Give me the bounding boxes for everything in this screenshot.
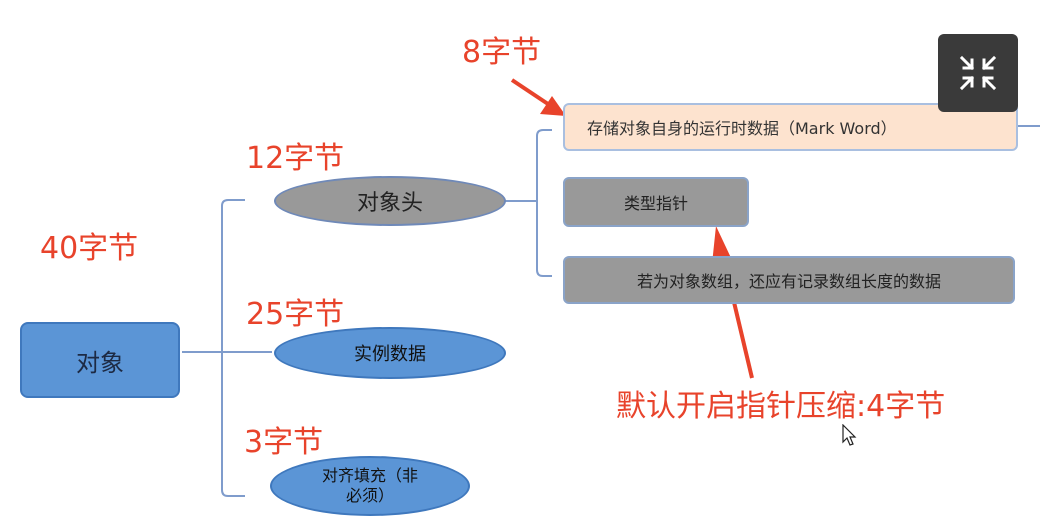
annotation-compression: 默认开启指针压缩:4字节 <box>616 389 946 424</box>
mark-word-label: 存储对象自身的运行时数据（Mark Word） <box>587 119 897 138</box>
instance-data-label: 实例数据 <box>354 344 426 365</box>
instance-data-node: 实例数据 <box>274 327 506 379</box>
type-pointer-node: 类型指针 <box>563 177 749 227</box>
red-arrow-markword <box>510 78 566 116</box>
root-node-label: 对象 <box>76 348 124 377</box>
annotation-header: 12字节 <box>246 141 345 176</box>
header-node-label: 对象头 <box>356 191 423 216</box>
array-length-node: 若为对象数组，还应有记录数组长度的数据 <box>563 256 1015 304</box>
header-bracket <box>505 129 552 277</box>
array-length-label: 若为对象数组，还应有记录数组长度的数据 <box>636 272 941 291</box>
root-bracket <box>182 199 272 497</box>
root-node: 对象 <box>20 322 180 398</box>
annotation-instance-data: 25字节 <box>246 297 345 332</box>
annotation-mark-word: 8字节 <box>462 35 542 70</box>
type-pointer-label: 类型指针 <box>623 194 688 213</box>
header-node: 对象头 <box>274 176 506 226</box>
annotation-total: 40字节 <box>40 231 139 266</box>
padding-node: 对齐填充（非必须） <box>270 456 470 516</box>
mouse-pointer-icon <box>842 424 857 446</box>
annotation-padding: 3字节 <box>244 425 324 460</box>
fullscreen-exit-icon <box>959 55 997 91</box>
fullscreen-button[interactable] <box>938 34 1018 112</box>
padding-node-label: 对齐填充（非必须） <box>322 466 419 505</box>
